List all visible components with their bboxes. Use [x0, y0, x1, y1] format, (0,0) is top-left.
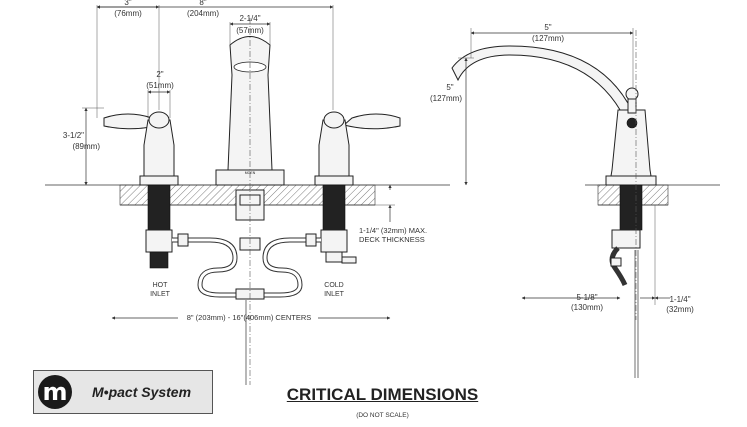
dim-3-1-2in: 3-1/2" — [63, 131, 84, 140]
dim-127mm-left: (127mm) — [430, 94, 462, 103]
side-aerator — [626, 117, 638, 129]
hot-shank — [147, 184, 171, 231]
centers-dim: 8" (203mm) - 16"(406mm) CENTERS — [187, 313, 312, 322]
side-valve — [611, 229, 641, 249]
cold-shank — [322, 184, 346, 231]
dim-127mm-top: (127mm) — [532, 34, 564, 43]
cold-inlet-fitting — [325, 251, 343, 263]
side-fitting — [610, 257, 622, 267]
hot-inlet-fitting — [149, 251, 169, 269]
mpact-logo: m M•pact System — [33, 370, 213, 414]
hot-inlet-label-1: HOT — [153, 282, 169, 289]
dim-2in: 2" — [156, 70, 163, 79]
dim-51mm: (51mm) — [146, 81, 174, 90]
spout-side — [451, 45, 641, 131]
deck-thickness-line1: 1-1/4" (32mm) MAX. — [359, 226, 427, 235]
dim-5in-top: 5" — [544, 23, 551, 32]
dim-76mm: (76mm) — [114, 9, 142, 18]
side-handle-stem — [627, 98, 637, 114]
hot-inlet-label-2: INLET — [150, 291, 171, 298]
dim-5-1-8in: 5-1/8" — [576, 293, 597, 302]
dim-8in: 8" — [199, 0, 206, 7]
dim-32mm: (32mm) — [666, 305, 694, 314]
side-shank — [619, 184, 643, 231]
dim-57mm: (57mm) — [236, 26, 264, 35]
cold-hose — [255, 237, 321, 298]
side-base — [605, 175, 657, 186]
dim-204mm: (204mm) — [187, 9, 219, 18]
cold-inlet-label-2: INLET — [324, 291, 345, 298]
diagram-title: CRITICAL DIMENSIONS — [286, 385, 479, 404]
front-view: MOEN 3" (76mm) 8" (204m — [45, 0, 450, 385]
cold-inlet-nipple — [341, 256, 357, 264]
cold-valve — [320, 229, 348, 253]
cold-hose-nut — [305, 233, 317, 247]
hot-hose-nut — [177, 233, 189, 247]
mpact-logo-icon: m — [38, 375, 72, 409]
dim-1-1-4in: 1-1/4" — [669, 295, 690, 304]
side-hose — [609, 246, 628, 287]
diagram-subtitle: (DO NOT SCALE) — [356, 412, 409, 419]
mpact-logo-text: M•pact System — [92, 384, 192, 400]
dim-5in-left: 5" — [446, 83, 453, 92]
mpact-logo-glyph: m — [42, 378, 68, 406]
deck-thickness-line2: DECK THICKNESS — [359, 235, 425, 244]
hot-valve — [145, 229, 173, 253]
dim-2-1-4in: 2-1/4" — [239, 14, 260, 23]
dim-130mm: (130mm) — [571, 303, 603, 312]
hot-handle — [103, 111, 179, 186]
side-view: 5" (127mm) 5" (127mm) 5-1/8" (130mm) 1-1… — [430, 23, 720, 378]
dim-3in: 3" — [124, 0, 131, 7]
cold-inlet-label-1: COLD — [324, 282, 343, 289]
cold-handle — [314, 111, 401, 186]
dim-89mm: (89mm) — [72, 142, 100, 151]
